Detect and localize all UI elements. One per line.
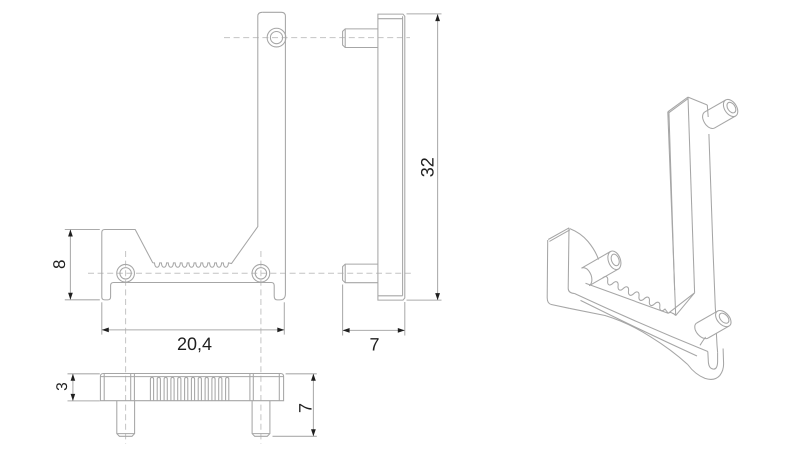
svg-text:32: 32 — [418, 157, 438, 177]
svg-text:20,4: 20,4 — [177, 334, 212, 354]
svg-text:8: 8 — [50, 260, 69, 269]
svg-text:7: 7 — [369, 335, 379, 355]
svg-text:7: 7 — [295, 403, 315, 413]
svg-text:3: 3 — [54, 382, 71, 391]
